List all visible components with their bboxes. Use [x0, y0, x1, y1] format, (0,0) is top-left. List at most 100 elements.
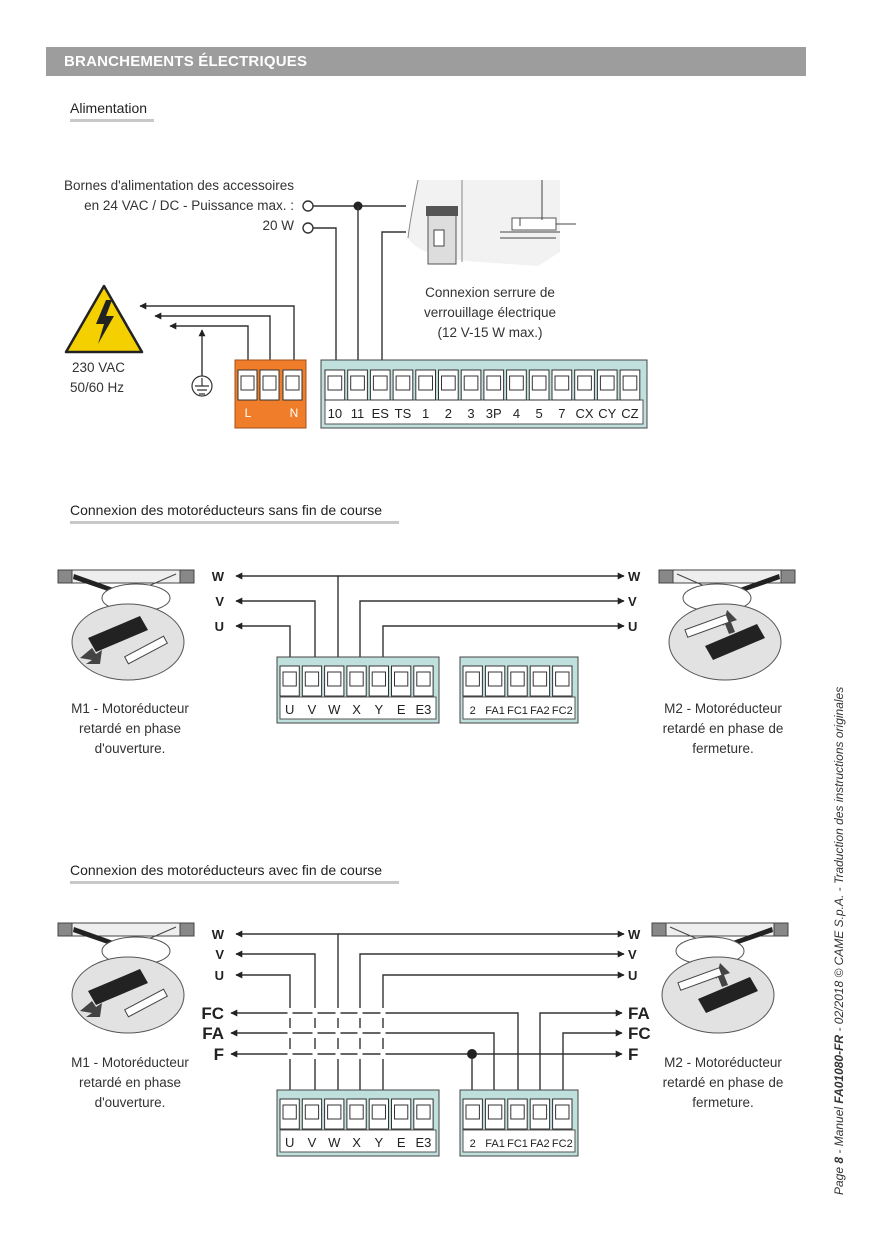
motor-terminal-b-cell-4	[368, 1098, 390, 1130]
motor-terminal-cell-1	[301, 665, 323, 697]
main-terminal-cell-3	[392, 369, 414, 401]
m1-text-2: retardé en phase	[78, 721, 182, 736]
motor-terminal-cell-6	[413, 665, 434, 697]
accessories-text-2: en 24 VAC / DC - Puissance max. :	[84, 198, 294, 213]
motor-terminal-b-label-0: U	[285, 1135, 294, 1150]
motor-terminal-cell-2	[324, 665, 345, 697]
motor-terminal-cell-0	[279, 665, 300, 697]
limit-terminal-b-cell-0	[462, 1098, 483, 1130]
limit-label-right-0: FA	[628, 1004, 650, 1023]
motor-terminal-b-label-6: E3	[415, 1135, 431, 1150]
power-wiring	[139, 200, 406, 376]
motor-terminal-b-cell-6	[413, 1098, 434, 1130]
motor-terminal-cell-5	[391, 665, 412, 697]
main-terminal-label-2: ES	[372, 406, 390, 421]
limit-terminal-b-label-3: FA2	[530, 1138, 550, 1150]
main-terminal-label-12: CY	[598, 406, 616, 421]
lock-text-2: verrouillage électrique	[423, 305, 557, 320]
m1-text-1: M1 - Motoréducteur	[71, 701, 189, 716]
electric-lock-icon	[407, 179, 576, 266]
wire-label-right-0: W	[628, 569, 641, 584]
motor-terminal-label-5: E	[397, 702, 406, 717]
m1-text-3: d'ouverture.	[94, 741, 166, 756]
motor-terminal-b-label-3: X	[352, 1135, 361, 1150]
section-header: BRANCHEMENTS ÉLECTRIQUES	[46, 47, 806, 76]
wire-label-right-b-0: W	[628, 927, 641, 942]
motor-terminal-label-3: X	[352, 702, 361, 717]
main-terminal-cell-1	[347, 369, 368, 401]
wire-label-left-b-2: U	[215, 968, 224, 983]
limit-terminal-label-1: FA1	[485, 705, 505, 717]
motor-terminal-b-cell-2	[324, 1098, 345, 1130]
motor-terminal-label-1: V	[308, 702, 317, 717]
m2-text-2b: retardé en phase de	[662, 1075, 784, 1090]
mains-text-1: 230 VAC	[72, 360, 126, 375]
wire-label-left-b-1: V	[215, 947, 224, 962]
main-terminal-cell-2	[369, 369, 391, 401]
main-terminal-label-1: 11	[351, 406, 365, 421]
wiring-without-limit	[235, 572, 625, 668]
motor-terminal-b-cell-3	[346, 1098, 367, 1130]
limit-terminal-cell-2	[507, 665, 528, 697]
main-terminal-label-4: 1	[422, 406, 429, 421]
main-terminal-cell-0	[324, 369, 346, 401]
limit-label-left-0: FC	[201, 1004, 224, 1023]
limit-terminal-cell-3	[529, 665, 551, 697]
limit-terminal-b-label-2: FC1	[507, 1138, 528, 1150]
motor-terminal-label-2: W	[328, 702, 341, 717]
main-terminal-label-8: 4	[513, 406, 520, 421]
motor-terminal-cell-4	[368, 665, 390, 697]
terminal-L: L	[245, 406, 252, 420]
limit-terminal-label-2: FC1	[507, 705, 528, 717]
section-header-title: BRANCHEMENTS ÉLECTRIQUES	[64, 53, 308, 70]
m2-text-3b: fermeture.	[692, 1095, 754, 1110]
limit-terminal-cell-4	[552, 665, 573, 697]
wire-label-left-b-0: W	[212, 927, 225, 942]
main-terminal-label-10: 7	[558, 406, 565, 421]
main-terminal-cell-11	[574, 369, 595, 401]
subtitle-with-limit: Connexion des motoréducteurs avec fin de…	[70, 862, 399, 884]
main-terminal-cell-13	[619, 369, 641, 401]
terminal-N: N	[290, 406, 299, 420]
motor-terminal-label-4: Y	[375, 702, 384, 717]
main-terminal-label-5: 2	[445, 406, 452, 421]
limit-terminal-cell-1	[484, 665, 506, 697]
limit-label-left-2: F	[214, 1045, 224, 1064]
main-terminal-label-9: 5	[536, 406, 543, 421]
motor-terminal-b-label-5: E	[397, 1135, 406, 1150]
subtitle-power: Alimentation	[70, 100, 154, 122]
mains-terminal-block: L N	[234, 359, 307, 429]
limit-terminal-label-0: 2	[470, 705, 476, 717]
motor-terminal-label-6: E3	[415, 702, 431, 717]
main-terminal-label-3: TS	[395, 406, 412, 421]
limit-label-left-1: FA	[202, 1024, 224, 1043]
main-terminal-label-11: CX	[576, 406, 594, 421]
motor-terminal-b-cell-0	[279, 1098, 300, 1130]
main-terminal-cell-10	[551, 369, 573, 401]
subtitle-without-limit: Connexion des motoréducteurs sans fin de…	[70, 502, 399, 524]
limit-label-right-1: FC	[628, 1024, 651, 1043]
main-terminal-cell-5	[438, 369, 459, 401]
m1-text-2b: retardé en phase	[78, 1075, 182, 1090]
main-terminal-cell-4	[415, 369, 436, 401]
main-terminal-label-0: 10	[328, 406, 342, 421]
accessories-text-1: Bornes d'alimentation des accessoires	[64, 178, 294, 193]
m2-text-1b: M2 - Motoréducteur	[664, 1055, 782, 1070]
limit-terminal-b-cell-1	[484, 1098, 506, 1130]
m2-text-3: fermeture.	[692, 741, 754, 756]
accessories-text-3: 20 W	[262, 218, 294, 233]
motor-terminal-label-0: U	[285, 702, 294, 717]
wire-label-left-2: U	[215, 619, 224, 634]
motor-terminal-b-cell-5	[391, 1098, 412, 1130]
motor-terminal-b-label-4: Y	[375, 1135, 384, 1150]
main-terminal-cell-7	[483, 369, 505, 401]
limit-terminal-b-cell-4	[552, 1098, 573, 1130]
limit-label-right-2: F	[628, 1045, 638, 1064]
mains-text-2: 50/60 Hz	[70, 380, 125, 395]
motor-terminal-b-label-1: V	[308, 1135, 317, 1150]
wire-label-right-2: U	[628, 619, 637, 634]
limit-terminal-b-cell-2	[507, 1098, 528, 1130]
